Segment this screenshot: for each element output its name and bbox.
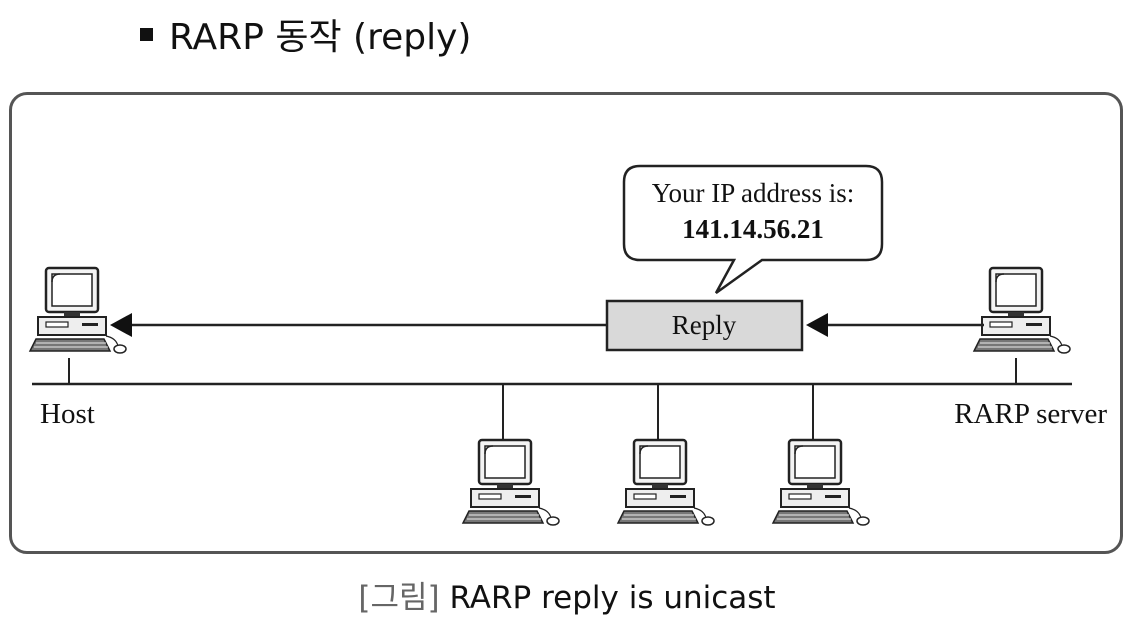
caption-text: RARP reply is unicast bbox=[449, 580, 776, 616]
lan-computer-2-icon bbox=[616, 438, 716, 527]
lan-computer-1-icon bbox=[461, 438, 561, 527]
speech-bubble bbox=[622, 164, 884, 295]
heading-text: RARP 동작 (reply) bbox=[169, 17, 472, 58]
diagram-frame bbox=[9, 92, 1123, 554]
reply-packet-label: Reply bbox=[672, 310, 737, 340]
bubble-line-1: Your IP address is: bbox=[652, 178, 855, 208]
bullet-square-icon bbox=[140, 27, 153, 41]
host-computer-icon bbox=[28, 266, 128, 355]
bubble-ip-address: 141.14.56.21 bbox=[682, 214, 824, 244]
arrowhead-into-packet bbox=[806, 313, 828, 337]
lan-computer-3-icon bbox=[771, 438, 871, 527]
rarp-server-computer-icon bbox=[972, 266, 1072, 355]
slide-heading: RARP 동작 (reply) bbox=[140, 6, 471, 62]
figure-caption: [그림] RARP reply is unicast bbox=[0, 572, 1134, 617]
rarp-server-label: RARP server bbox=[954, 398, 1107, 430]
reply-packet-box bbox=[605, 299, 804, 352]
arrowhead-to-host bbox=[110, 313, 132, 337]
caption-tag: [그림] bbox=[358, 580, 440, 616]
host-label: Host bbox=[40, 398, 95, 430]
